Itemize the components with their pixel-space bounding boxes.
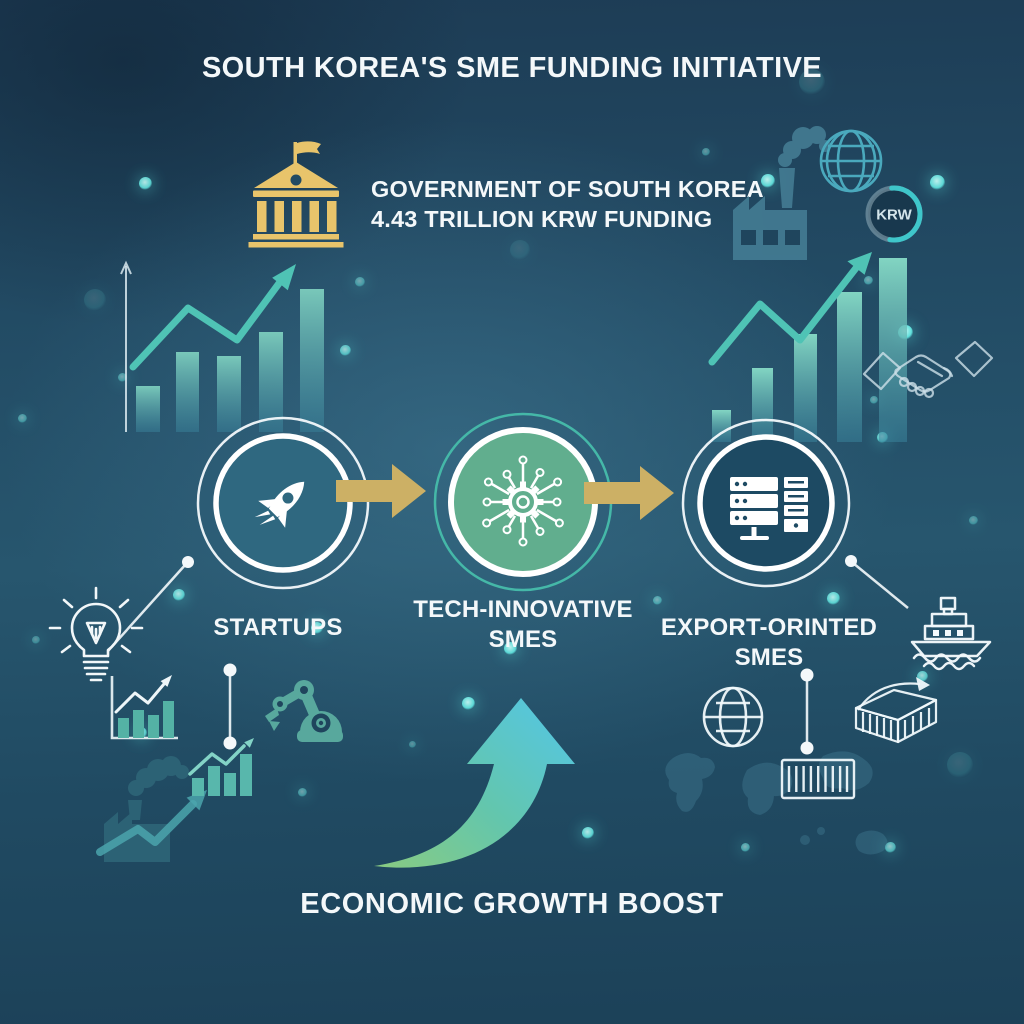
glow-dot [702, 148, 710, 156]
glow-dot [947, 752, 973, 778]
growth-curve-arrow-icon [374, 698, 575, 868]
factory-silhouette-icon [104, 756, 189, 862]
server-rack-icon [730, 477, 808, 540]
glow-dot [826, 591, 840, 605]
page-title: SOUTH KOREA'S SME FUNDING INITIATIVE [201, 52, 823, 84]
outcome-caption: ECONOMIC GROWTH BOOST [300, 888, 724, 920]
glow-dot [297, 787, 307, 797]
glow-dot [652, 595, 662, 605]
krw-ring-badge: KRW [865, 185, 923, 243]
mini-bar-chart-icon [188, 738, 254, 796]
government-building-icon [248, 141, 344, 248]
trend-arrow-icon [272, 264, 296, 291]
glow-dot [510, 240, 530, 260]
globe-icon [819, 129, 883, 193]
gold-right-arrow [336, 464, 426, 518]
glow-dot [84, 289, 106, 311]
mini-bar-chart-icon [110, 675, 178, 740]
label-export-oriented: EXPORT-ORINTED SMES [660, 614, 878, 671]
world-globe-icon [702, 686, 764, 748]
lightbulb-icon [48, 586, 144, 682]
rising-bar-chart-icon [708, 252, 907, 442]
rising-bar-chart-icon [120, 260, 324, 432]
funding-source-text: GOVERNMENT OF SOUTH KOREA 4.43 TRILLION … [371, 174, 764, 234]
rocket-icon [254, 481, 305, 528]
node-tech-innovative [433, 412, 613, 592]
gold-right-arrow [584, 466, 674, 520]
glow-dot [138, 176, 152, 190]
gear-circuit-icon [482, 455, 564, 547]
glow-dot [173, 589, 185, 601]
label-startups: STARTUPS [213, 614, 343, 641]
glow-dot [32, 636, 40, 644]
ship-icon [910, 596, 992, 671]
funding-source-line2: 4.43 TRILLION KRW FUNDING [371, 206, 713, 232]
node-export-oriented [681, 418, 851, 588]
trend-arrow-icon [847, 252, 872, 275]
glow-dot [17, 413, 27, 423]
label-tech-innovative: TECH-INNOVATIVE SMES [413, 596, 633, 653]
funding-source-line1: GOVERNMENT OF SOUTH KOREA [371, 176, 764, 202]
node-startups [196, 416, 370, 590]
handshake-icon [862, 340, 994, 399]
glow-dot [968, 515, 978, 525]
shipping-container-icon [780, 758, 856, 800]
shipping-container-3d-icon [854, 677, 938, 744]
glow-dot [929, 174, 945, 190]
krw-label: KRW [876, 207, 912, 224]
glow-dot [582, 827, 594, 839]
robot-arm-icon [265, 680, 343, 742]
glow-dot [355, 277, 365, 287]
